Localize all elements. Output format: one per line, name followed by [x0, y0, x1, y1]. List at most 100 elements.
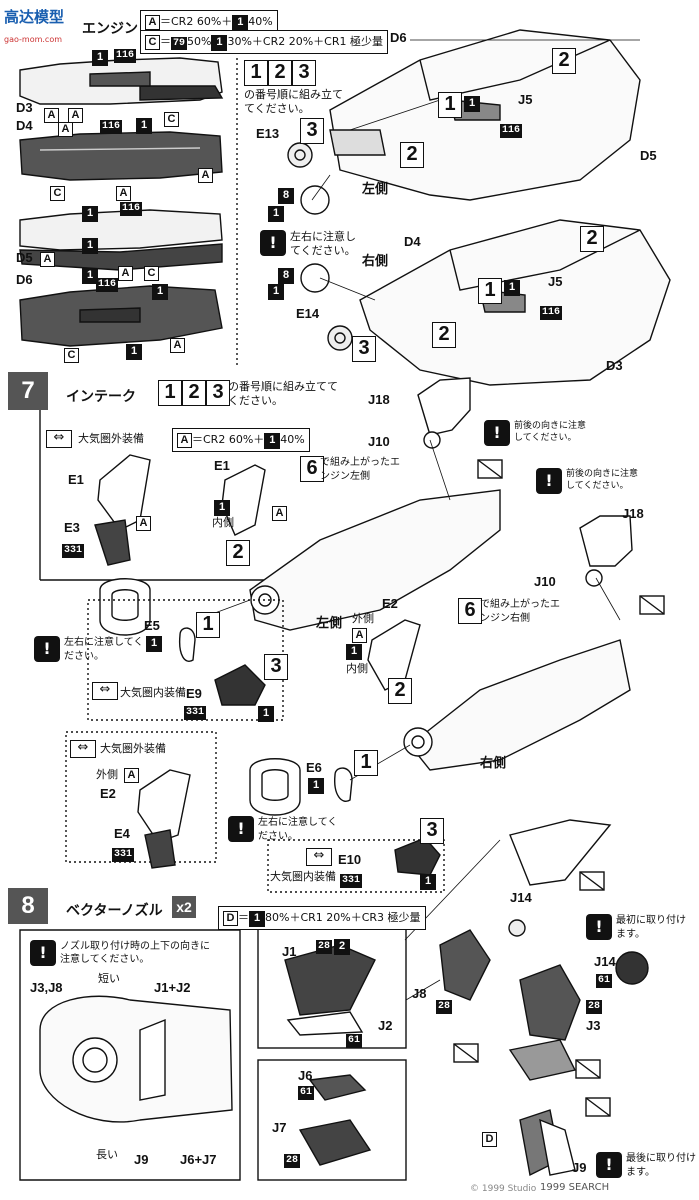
note-icon-dir-a: ! [484, 420, 510, 446]
label-j5b: J5 [548, 274, 563, 289]
label-d3b: D3 [606, 358, 623, 373]
made-left-text: で組み上がったエンジン左側 [320, 457, 400, 482]
inner-kit-label-a: 大気圏内装備 [120, 686, 186, 699]
code-28-a: 28 [316, 940, 333, 954]
nozzle-title: ベクターノズル [66, 902, 163, 918]
code-28-c: 28 [586, 1000, 603, 1014]
note-icon-lr-b: ! [228, 816, 254, 842]
label-j8: J8 [412, 986, 427, 1001]
intake-outer-side-b: 外側 [96, 768, 118, 781]
paint-num-1: 1 [232, 15, 249, 31]
note-icon-lr-a: ! [34, 636, 60, 662]
label-engine-right: 右側 [362, 253, 389, 268]
paint-a-6: A [40, 252, 55, 267]
intake-note-dir-b: 前後の向きに注意してください。 [566, 469, 639, 491]
intake-step-1-right: 1 [354, 750, 378, 776]
nozzle-paint-d-2: D [482, 1132, 497, 1147]
part-116-f: 116 [540, 306, 563, 320]
part-116-c: 116 [120, 202, 143, 216]
paint-a-1: A [44, 108, 59, 123]
nozzle-long: 長い [96, 1148, 118, 1161]
label-j1: J1 [282, 944, 297, 959]
part-8-b: 8 [278, 268, 294, 284]
paint-a-8: A [170, 338, 185, 353]
label-j18a: J18 [368, 392, 390, 407]
intake-note-lr-a: 左右に注意してください。 [64, 637, 144, 662]
paint-c-1: C [164, 112, 179, 127]
outer-kit-icon: ⇔ [46, 430, 72, 448]
formula-c-rest2: 30%＋CR2 20%＋CR1 極少量 [227, 35, 384, 48]
intake-paint-a: A [177, 433, 192, 448]
made-right-text: で組み上がったエンジン右側 [480, 599, 560, 624]
label-d5: D5 [16, 250, 33, 265]
part-116-d: 116 [96, 278, 119, 292]
label-j10a: J10 [368, 434, 390, 449]
label-e1: E1 [68, 472, 84, 487]
intake-title: インテーク [66, 388, 136, 404]
paint-c-3: C [144, 266, 159, 281]
nozzle-short: 短い [98, 972, 120, 985]
outer-kit-label: 大気圏外装備 [78, 432, 144, 445]
code-331-b: 331 [184, 706, 207, 720]
intake-note-lr-b: 左右に注意してください。 [258, 817, 338, 842]
engine-step-text: の番号順に組み立ててください。 [244, 88, 343, 115]
intake-inner-side-b: 内側 [346, 662, 368, 675]
label-e6: E6 [306, 760, 322, 775]
label-d4b: D4 [404, 234, 421, 249]
nozzle-note-first: 最初に取り付けます。 [616, 915, 686, 940]
paint-a-2: A [58, 122, 73, 137]
code-61-b: 61 [346, 1034, 363, 1048]
formula-c-eq: ＝ [160, 35, 171, 48]
note-icon-orient: ! [30, 940, 56, 966]
note-icon-dir-b: ! [536, 468, 562, 494]
label-e2: E2 [382, 596, 398, 611]
engine-part-d4-art [19, 131, 223, 181]
nozzle-paint-1: 1 [249, 911, 265, 927]
step-3-engine-left: 3 [300, 118, 324, 144]
nozzle-formula-eq: ＝ [238, 911, 249, 924]
part-1-d: 1 [82, 238, 98, 254]
note-icon-first: ! [586, 914, 612, 940]
footer-brand: 1999 SEARCH [540, 1182, 609, 1193]
label-j3j8: J3,J8 [30, 980, 63, 995]
step-2-engine-left-b: 2 [400, 142, 424, 168]
intake-step-3-left: 3 [264, 654, 288, 680]
label-d6: D6 [16, 272, 33, 287]
label-j9: J9 [134, 1152, 149, 1167]
footer-brand-text: 1999 SEARCH [540, 1182, 610, 1193]
intake-paint-a-4: A [352, 628, 367, 643]
watermark-logo-text: 高达模型 [4, 8, 65, 26]
intake-right-label: 右側 [480, 755, 507, 770]
intake-formula-text: ＝CR2 60%＋ [192, 433, 265, 446]
code-61-c: 61 [298, 1086, 315, 1100]
intake-note-dir-a: 前後の向きに注意してください。 [514, 421, 587, 443]
label-j14: J14 [510, 890, 532, 905]
part-1-e: 1 [82, 268, 98, 284]
inner-kit-label-b: 大気圏内装備 [270, 870, 336, 883]
label-engine-left: 左側 [362, 181, 389, 196]
paint-c-2: C [50, 186, 65, 201]
intake-paint-a-5: A [124, 768, 139, 783]
intake-left-label: 左側 [316, 615, 343, 630]
part-1-g: 1 [126, 344, 142, 360]
intake-step-3-right: 3 [420, 818, 444, 844]
part-1-f: 1 [152, 284, 168, 300]
label-e4: E4 [114, 826, 130, 841]
nozzle-note-last: 最後に取り付けます。 [626, 1153, 696, 1178]
intake-inner-side: 内側 [212, 516, 234, 529]
step-2-engine-right: 2 [580, 226, 604, 252]
engine-note: 左右に注意してください。 [290, 230, 356, 257]
intake-part-1-f: 1 [420, 874, 436, 890]
outer-kit-icon-b: ⇔ [70, 740, 96, 758]
inner-kit-icon-a: ⇔ [92, 682, 118, 700]
label-j3: J3 [586, 1018, 601, 1033]
note-icon-engine: ! [260, 230, 286, 256]
paint-a-7: A [118, 266, 133, 281]
part-116-a: 116 [114, 49, 137, 63]
section-8-number: 8 [8, 888, 48, 924]
label-j14b: J14 [594, 954, 616, 969]
label-j6j7: J6+J7 [180, 1152, 217, 1167]
